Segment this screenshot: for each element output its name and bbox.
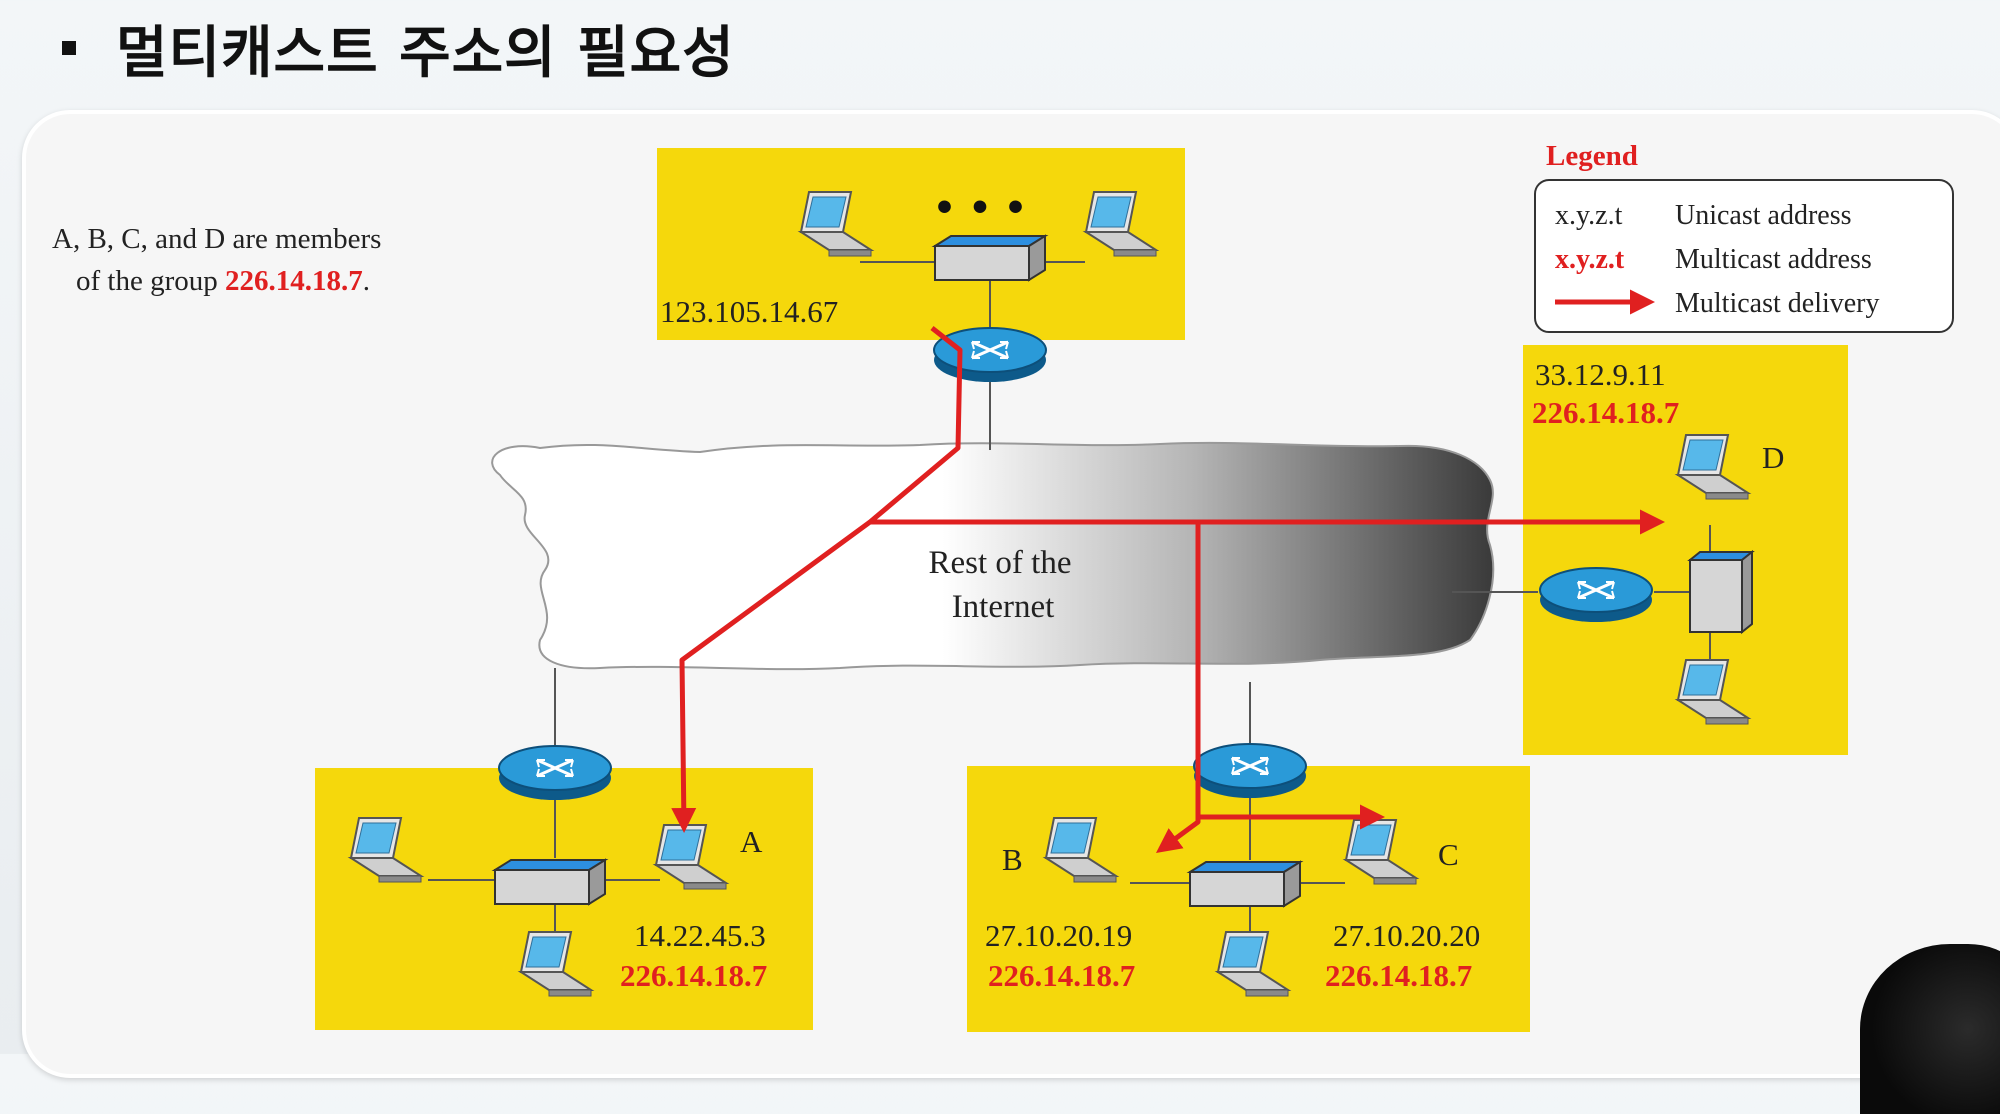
cloud-label-line1: Rest of the	[929, 545, 1072, 581]
host-c-label: C	[1438, 837, 1459, 872]
path-to-b	[1155, 522, 1201, 853]
title-text: 멀티캐스트 주소의 필요성	[116, 20, 735, 86]
router-source	[932, 326, 1048, 384]
host-d-unicast: 33.12.9.11	[1535, 357, 1666, 392]
lan-source	[657, 148, 1185, 340]
group-note-text: of the group	[76, 265, 225, 297]
switch-a	[494, 859, 606, 905]
host-b-label: B	[1002, 842, 1023, 877]
legend-unicast-sample: x.y.z.t	[1555, 200, 1623, 231]
host-a-label: A	[740, 824, 763, 859]
group-address: 226.14.18.7	[225, 265, 363, 297]
cloud-label-line2: Internet	[952, 589, 1055, 625]
host-a-multicast: 226.14.18.7	[620, 958, 767, 993]
legend-unicast-label: Unicast address	[1675, 200, 1852, 231]
legend-multicast-label: Multicast address	[1675, 244, 1872, 275]
group-note-line1: A, B, C, and D are members	[52, 223, 381, 255]
legend-title: Legend	[1546, 140, 1638, 172]
router-d	[1538, 566, 1654, 624]
switch-d	[1687, 549, 1755, 635]
legend-multicast-sample: x.y.z.t	[1555, 244, 1625, 275]
router-bc	[1192, 742, 1308, 800]
host-d-label: D	[1762, 440, 1784, 475]
network-links	[428, 261, 1711, 940]
host-b-multicast: 226.14.18.7	[988, 958, 1135, 993]
bullet-icon	[62, 41, 76, 55]
group-note-suffix: .	[363, 265, 370, 297]
slide-title: 멀티캐스트 주소의 필요성	[60, 8, 735, 88]
multicast-diagram: A, B, C, and D are members of the group …	[52, 140, 1954, 1032]
multicast-paths	[671, 326, 1665, 853]
group-note-line2: of the group 226.14.18.7.	[76, 265, 370, 297]
source-unicast: 123.105.14.67	[660, 294, 838, 329]
host-b-unicast: 27.10.20.19	[985, 918, 1132, 953]
host-a-unicast: 14.22.45.3	[634, 918, 766, 953]
router-a	[497, 744, 613, 802]
switch-bc	[1189, 861, 1301, 907]
host-c-multicast: 226.14.18.7	[1325, 958, 1472, 993]
switch-source	[934, 235, 1046, 281]
legend-delivery-label: Multicast delivery	[1675, 288, 1880, 319]
more-hosts-ellipsis: • • •	[933, 188, 1027, 229]
host-c-unicast: 27.10.20.20	[1333, 918, 1480, 953]
host-d-multicast: 226.14.18.7	[1532, 395, 1679, 430]
path-to-a	[671, 326, 963, 833]
